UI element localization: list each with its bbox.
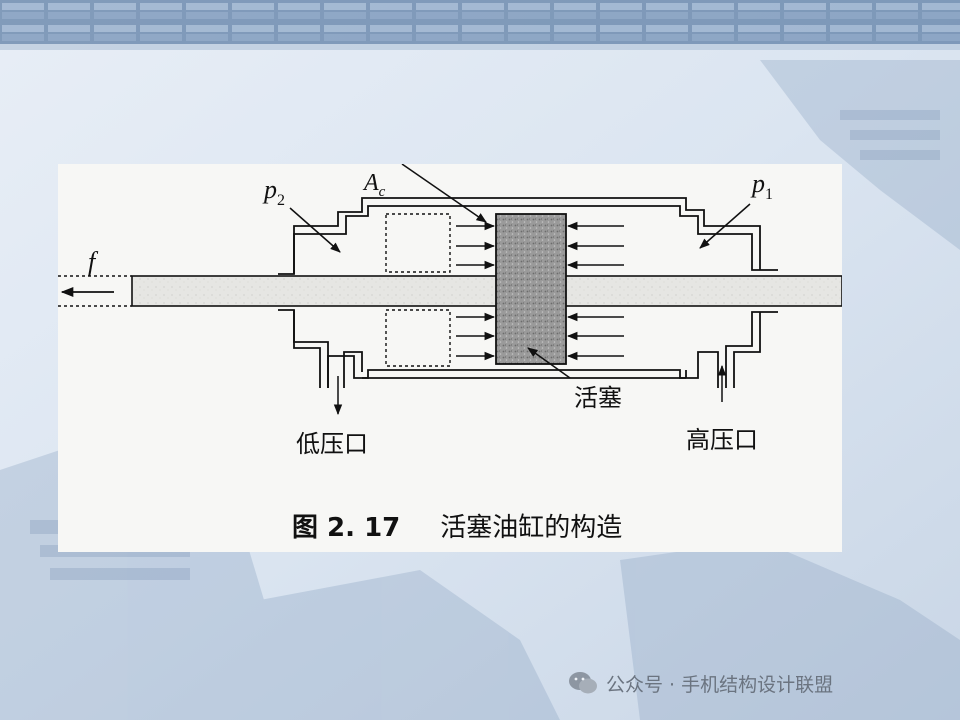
- background-ornament: [0, 60, 960, 720]
- label-ac: Ac: [362, 170, 386, 200]
- label-low-pressure-port: 低压口: [296, 430, 368, 458]
- caption-title: 活塞油缸的构造: [440, 513, 622, 543]
- piston-cylinder-diagram: p2 Ac p1 f 活塞 低压口 高压口 图 2. 17 活塞油缸的构造: [58, 164, 842, 543]
- watermark: 公众号 · 手机结构设计联盟: [568, 668, 833, 698]
- label-p1: p1: [750, 169, 773, 203]
- label-p2: p2: [262, 175, 285, 209]
- piston-rod: [131, 275, 842, 307]
- figure-caption: 图 2. 17 活塞油缸的构造: [292, 513, 622, 543]
- piston: [495, 213, 567, 365]
- label-high-pressure-port: 高压口: [686, 426, 758, 454]
- wechat-logo-icon: [569, 672, 597, 694]
- label-piston: 活塞: [574, 384, 622, 412]
- top-tile-strip: [0, 0, 960, 44]
- cylinder-lower-wall: [278, 309, 778, 388]
- caption-number: 图 2. 17: [292, 513, 400, 543]
- watermark-text: 公众号 · 手机结构设计联盟: [606, 673, 834, 696]
- label-force: f: [88, 247, 99, 276]
- leader-lines: [289, 164, 751, 379]
- pressure-arrows-left: [456, 221, 496, 361]
- piston-previous-position: [385, 213, 451, 367]
- figure-panel: p2 Ac p1 f 活塞 低压口 高压口 图 2. 17 活塞油缸的构造: [58, 164, 842, 552]
- pressure-arrows-right: [566, 221, 624, 361]
- cylinder-upper-wall: [278, 197, 778, 275]
